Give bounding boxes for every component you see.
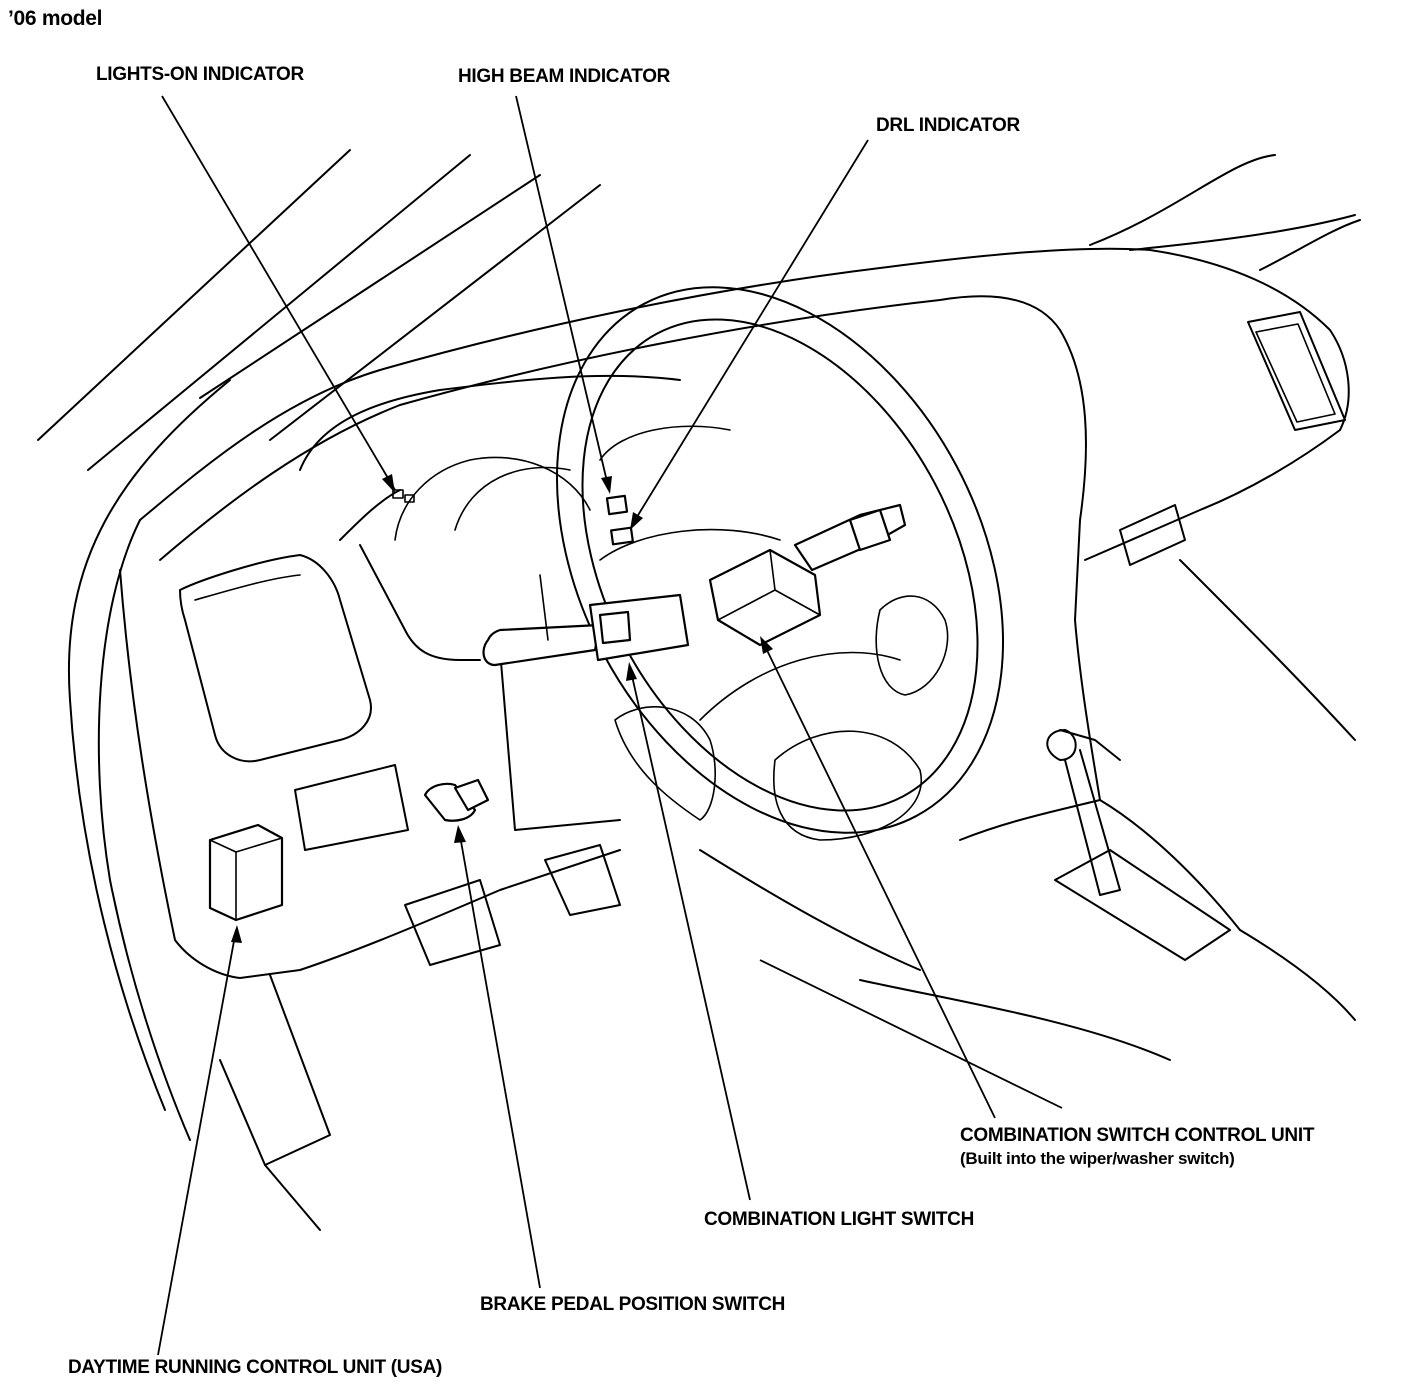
combination-switch-control-unit-label: COMBINATION SWITCH CONTROL UNIT [960,1125,1315,1146]
brake-switch-part [423,778,490,822]
combination-light-switch-part [482,574,690,667]
left-panel [119,554,621,1231]
combination-light-switch-label: COMBINATION LIGHT SWITCH [704,1209,975,1230]
callout-leaders [157,95,1063,1356]
brake-pedal-position-switch-label: BRAKE PEDAL POSITION SWITCH [480,1294,786,1315]
model-label: ’06 model [8,7,103,30]
dashboard-outline [139,219,1361,741]
drl-indicator-label: DRL INDICATOR [876,115,1020,136]
instrument-cluster [299,374,731,661]
high-beam-indicator-label: HIGH BEAM INDICATOR [458,66,671,87]
combination-switch-control-unit-note: (Built into the wiper/washer switch) [960,1149,1235,1168]
windshield-pillar [37,149,1356,1141]
drl-control-unit-part [208,823,284,922]
wiper-switch-part [708,503,907,647]
lights-on-indicator-label: LIGHTS-ON INDICATOR [96,64,304,85]
daytime-running-control-unit-label: DAYTIME RUNNING CONTROL UNIT (USA) [68,1357,443,1378]
centre-console [699,619,1356,1061]
